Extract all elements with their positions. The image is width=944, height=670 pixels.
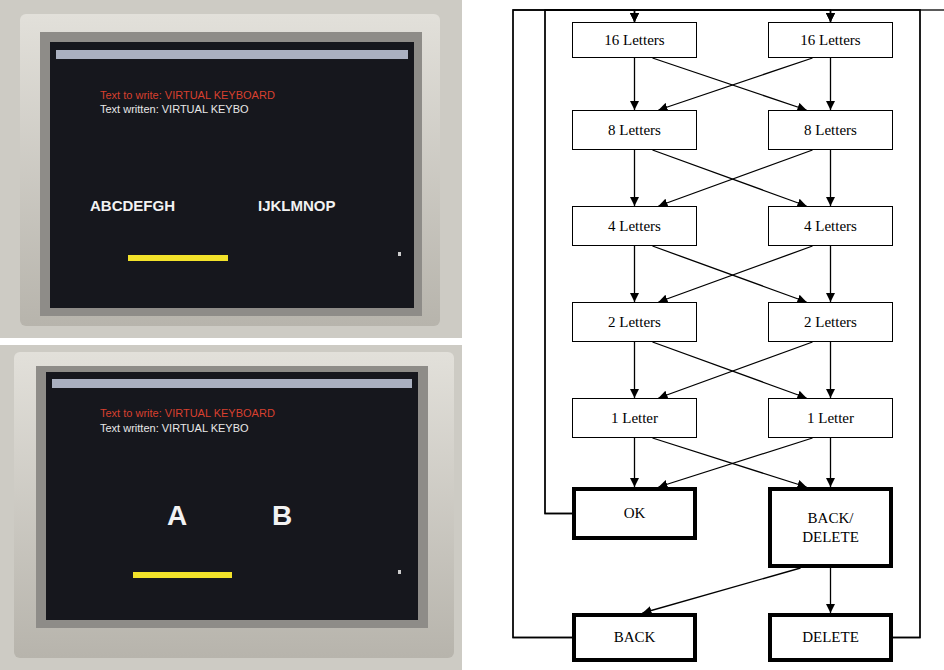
photo-ground bbox=[0, 345, 462, 670]
photo-ground bbox=[0, 0, 462, 338]
process-box: 1 Letter bbox=[768, 398, 893, 438]
window-titlebar bbox=[56, 50, 408, 59]
flow-arrow bbox=[830, 246, 831, 302]
monitor-bezel bbox=[14, 352, 454, 658]
box-label: BACK/ DELETE bbox=[796, 509, 866, 547]
letter-choice: A bbox=[167, 500, 187, 532]
flow-arrow bbox=[830, 58, 831, 110]
box-label: BACK bbox=[614, 628, 656, 647]
mouse-cursor bbox=[398, 570, 401, 574]
written-text: Text written: VIRTUAL KEYBO bbox=[100, 103, 249, 115]
flow-arrow bbox=[659, 342, 813, 398]
letter-group: ABCDEFGH bbox=[90, 197, 175, 214]
flow-arrow bbox=[659, 150, 813, 206]
process-box: 16 Letters bbox=[572, 22, 697, 58]
flow-arrow bbox=[634, 150, 635, 206]
flow-arrow bbox=[653, 246, 807, 302]
monitor-screen bbox=[46, 372, 418, 620]
target-text: Text to write: VIRTUAL KEYBOARD bbox=[100, 89, 275, 101]
window-titlebar bbox=[52, 379, 412, 388]
box-label: 8 Letters bbox=[804, 121, 857, 140]
box-label: 16 Letters bbox=[800, 31, 860, 50]
monitor-bezel bbox=[20, 14, 440, 326]
process-box: 4 Letters bbox=[572, 206, 697, 246]
flow-arrow bbox=[659, 246, 813, 302]
monitor-rim bbox=[36, 366, 428, 628]
flow-arrow bbox=[830, 342, 831, 398]
process-box: 4 Letters bbox=[768, 206, 893, 246]
selection-bar bbox=[128, 255, 228, 261]
box-label: 4 Letters bbox=[804, 217, 857, 236]
flow-arrow bbox=[653, 150, 807, 206]
box-label: 4 Letters bbox=[608, 217, 661, 236]
process-box: 8 Letters bbox=[572, 110, 697, 150]
box-label: 2 Letters bbox=[608, 313, 661, 332]
flow-arrow bbox=[653, 342, 807, 398]
box-label: 2 Letters bbox=[804, 313, 857, 332]
flow-arrow bbox=[653, 438, 807, 487]
monitor-rim bbox=[40, 32, 422, 316]
flow-arrow bbox=[634, 246, 635, 302]
flow-arrow bbox=[830, 150, 831, 206]
selection-bar bbox=[133, 572, 232, 578]
mouse-cursor bbox=[398, 252, 401, 256]
feedback-line bbox=[920, 9, 944, 10]
flow-arrow bbox=[634, 342, 635, 398]
target-text: Text to write: VIRTUAL KEYBOARD bbox=[100, 407, 275, 419]
flow-arrow bbox=[659, 438, 813, 487]
box-label: 1 Letter bbox=[807, 409, 854, 428]
action-box: DELETE bbox=[768, 613, 893, 662]
box-label: OK bbox=[624, 504, 646, 523]
letter-choice: B bbox=[272, 500, 292, 532]
process-box: 8 Letters bbox=[768, 110, 893, 150]
flow-arrow bbox=[634, 58, 635, 110]
letter-group: IJKLMNOP bbox=[258, 197, 336, 214]
process-box: 1 Letter bbox=[572, 398, 697, 438]
process-box: 2 Letters bbox=[572, 302, 697, 342]
flow-arrow bbox=[830, 438, 831, 487]
flow-arrow bbox=[830, 568, 831, 613]
process-box: 16 Letters bbox=[768, 22, 893, 58]
box-label: DELETE bbox=[802, 628, 859, 647]
action-box: BACK/ DELETE bbox=[768, 487, 893, 568]
action-box: OK bbox=[572, 487, 697, 540]
flow-arrow bbox=[659, 58, 813, 110]
monitor-screen bbox=[50, 42, 414, 308]
box-label: 8 Letters bbox=[608, 121, 661, 140]
box-label: 16 Letters bbox=[604, 31, 664, 50]
flow-arrow bbox=[643, 568, 801, 613]
flow-arrow bbox=[634, 438, 635, 487]
action-box: BACK bbox=[572, 613, 697, 662]
process-box: 2 Letters bbox=[768, 302, 893, 342]
box-label: 1 Letter bbox=[611, 409, 658, 428]
written-text: Text written: VIRTUAL KEYBO bbox=[100, 422, 249, 434]
flow-arrow bbox=[653, 58, 807, 110]
